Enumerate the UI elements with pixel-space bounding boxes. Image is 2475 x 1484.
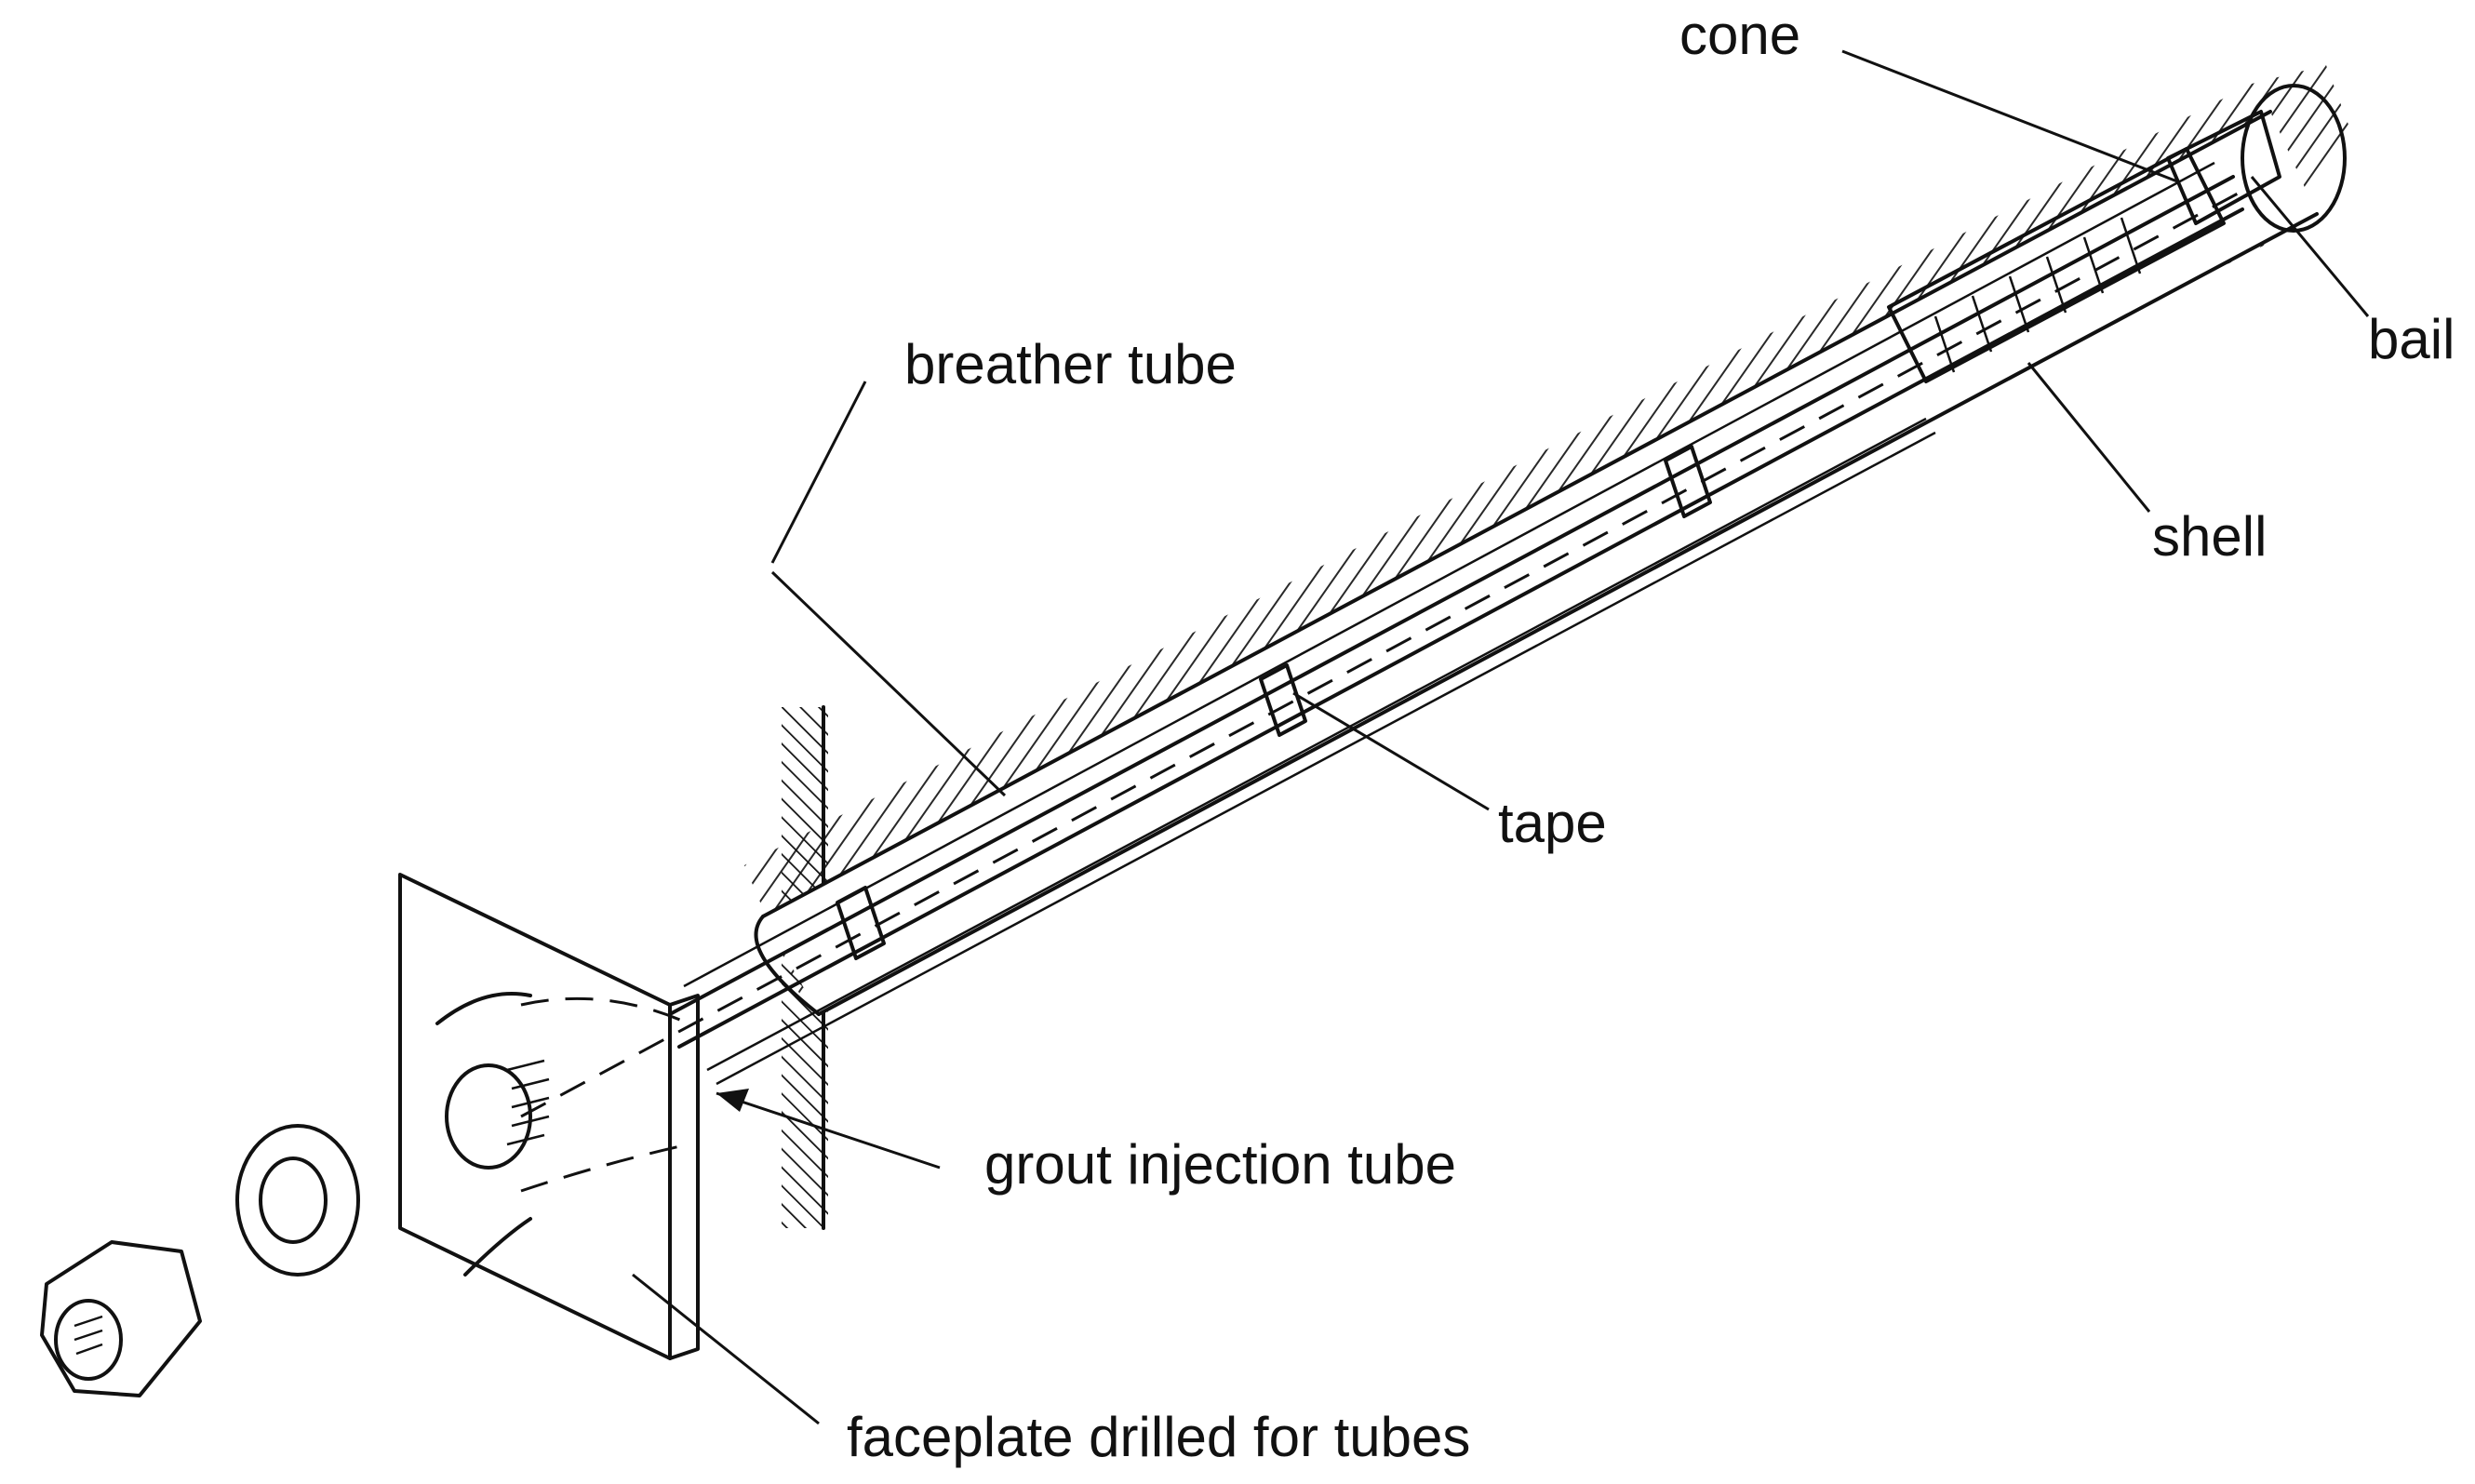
label-bail: bail [2368,308,2455,370]
label-tape: tape [1498,792,1607,854]
grout-tube-arrowhead [716,1089,749,1112]
expansion-shell [1887,147,2226,383]
tape-bands [836,445,1712,960]
breather-tube-leader-1 [770,381,867,564]
label-grout-injection-tube: grout injection tube [984,1133,1456,1196]
label-breather-tube: breather tube [904,333,1237,395]
callouts: cone bail shell breather tube tape grout… [847,4,2455,1468]
grout-tube-leader [716,1091,941,1170]
label-cone: cone [1679,4,1800,66]
faceplate-leader [632,1273,820,1425]
cone-leader [1841,49,2178,183]
hex-nut [40,1240,202,1397]
breather-tube-leader-2 [770,570,1007,797]
cone [2166,110,2281,225]
shell-leader [2027,362,2151,513]
tape-leader [1292,691,1490,811]
borehole [754,84,2347,1016]
label-faceplate: faceplate drilled for tubes [847,1406,1470,1468]
leader-lines [632,49,2370,1425]
bail-leader [2250,176,2370,317]
faceplate [398,873,700,1360]
tubes [683,161,2215,1086]
bolt-rod [520,175,2244,1118]
washer [235,1124,360,1277]
label-shell: shell [2152,505,2267,568]
